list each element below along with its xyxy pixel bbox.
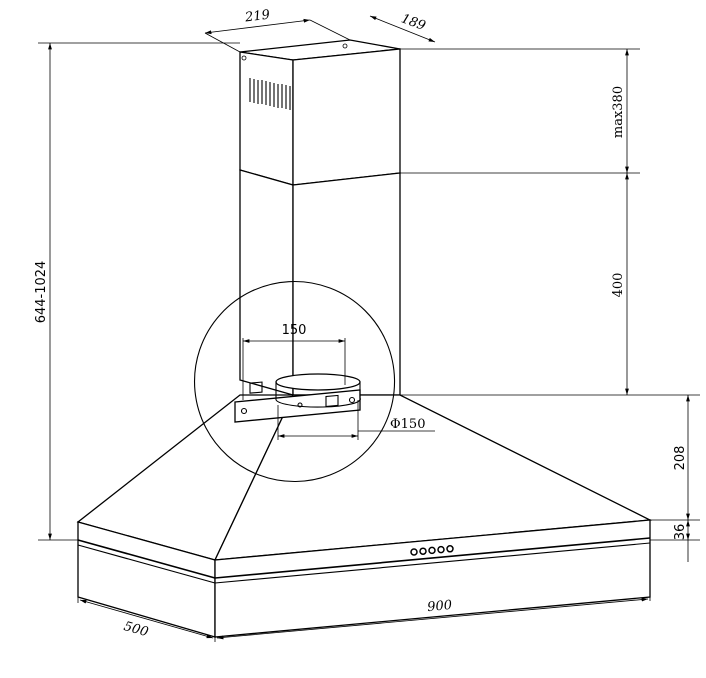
dim-chimney-depth: 189 [369,11,436,43]
control-button-icon [446,545,454,553]
screw-icon [297,402,303,408]
screw-icon [342,43,348,49]
outlet-collar-top [275,373,361,391]
control-button-icon [428,546,436,555]
lower-chimney-label: 400 [611,273,626,298]
dim-hood-depth: 500 [77,597,216,642]
total-height-label: 644-1024 [34,261,49,324]
dim-right-stack: max380 400 208 36 [400,48,700,562]
screw-icon [241,55,247,61]
band-strip-left-2 [77,544,216,584]
hood-width-label: 900 [427,598,453,615]
dim-chimney-width: 219 [204,8,351,53]
band-strip-front-2 [214,542,651,584]
bracket-width-label: 150 [282,323,307,338]
vent-grille-icon [249,78,291,110]
screw-icon [348,396,356,404]
detail-circle [193,280,396,482]
band-strip-left [77,539,216,579]
control-button-icon [410,548,418,556]
chimney [239,39,401,396]
chimney-depth-label: 189 [399,11,427,34]
control-button-icon [419,547,427,555]
bracket-slot-icon [325,394,339,408]
chimney-upper-left-face [239,51,294,186]
outlet-diameter-label: Φ150 [390,417,425,432]
screw-icon [240,407,248,415]
hood-depth-label: 500 [122,619,150,640]
chimney-lower-right-face [292,172,401,396]
bracket-slot-icon [249,381,263,394]
outlet-collar-sides [275,382,361,400]
band-strip-front [214,537,651,579]
chimney-upper-right-face [292,48,401,186]
detail-callout: 150 Φ150 [193,280,435,482]
control-panel [410,545,454,556]
dim-hood-width: 900 [216,597,651,640]
control-button-icon [437,545,445,554]
canopy-height-label: 208 [673,446,688,471]
dim-total-height: 644-1024 [34,42,240,541]
front-band-label: 36 [673,524,688,541]
upper-chimney-label: max380 [611,86,626,138]
chimney-width-label: 219 [243,8,270,26]
